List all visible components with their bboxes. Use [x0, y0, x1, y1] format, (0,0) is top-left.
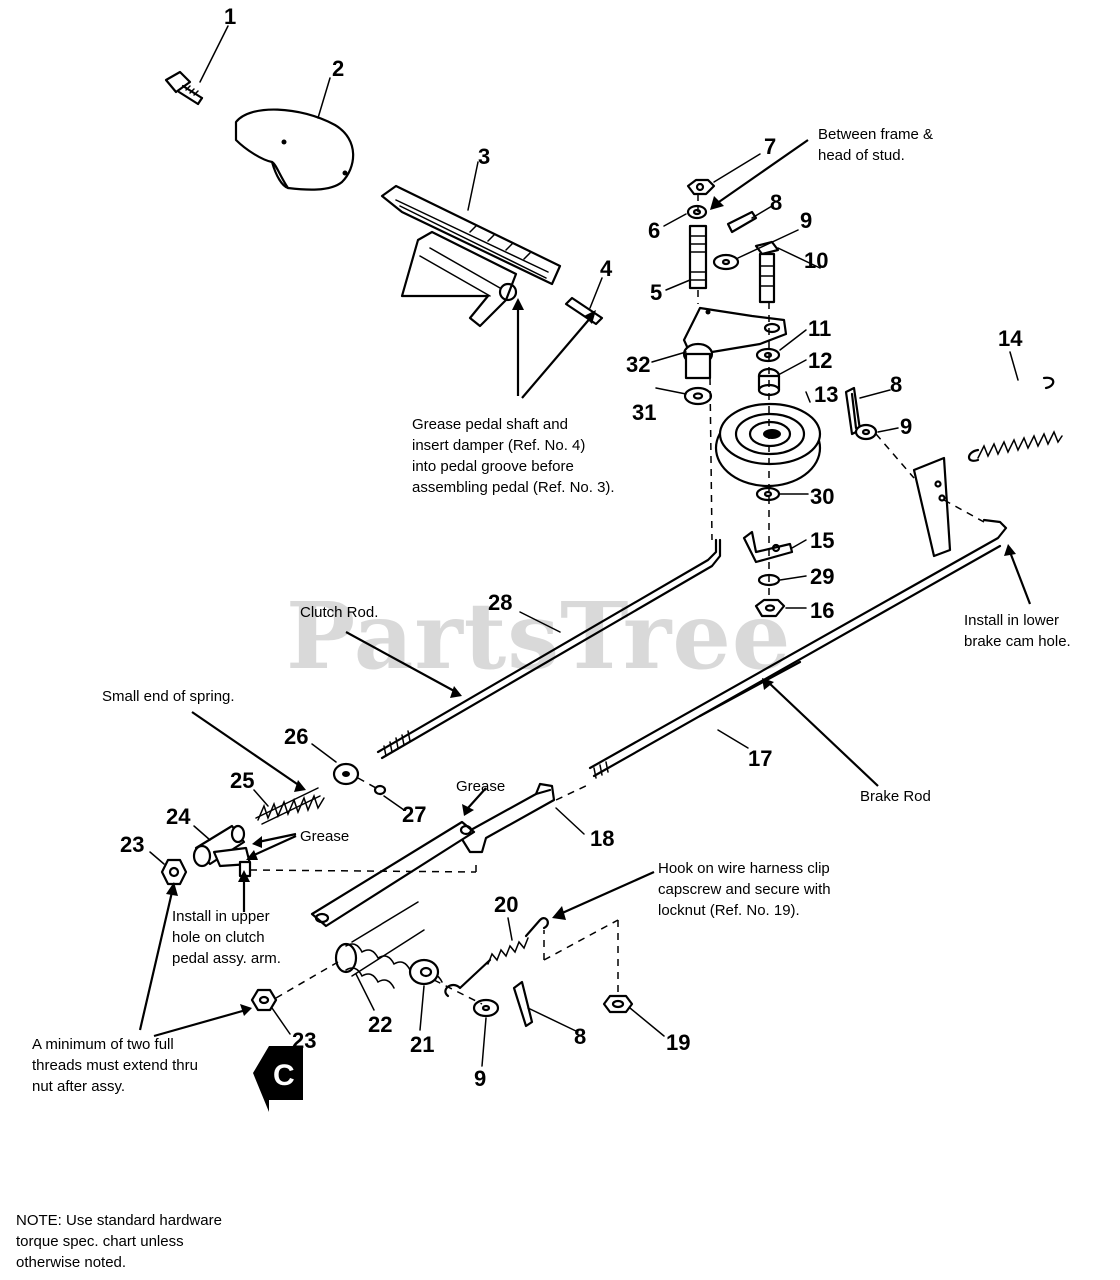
part-9-washer[interactable]	[854, 423, 878, 441]
note-grease-pedal: Grease pedal shaft and insert damper (Re…	[412, 416, 615, 496]
part-25-spring[interactable]	[255, 787, 325, 825]
section-badge-letter: C	[273, 1059, 295, 1092]
clutch-pedal-arm	[310, 820, 476, 928]
part-14-spring[interactable]	[967, 376, 1063, 462]
part-23-nut[interactable]	[250, 988, 278, 1012]
part-31-nut[interactable]	[683, 386, 713, 406]
part-number: 1	[224, 4, 236, 29]
part-number: 19	[666, 1030, 690, 1055]
part-number: 16	[810, 598, 834, 623]
part-19-locknut[interactable]	[602, 994, 634, 1014]
part-number: 23	[120, 832, 144, 857]
label-brake-rod: Brake Rod	[860, 788, 931, 805]
part-number: 30	[810, 484, 834, 509]
part-number: 24	[166, 804, 191, 829]
part-20-spring[interactable]	[444, 917, 549, 998]
part-number: 12	[808, 348, 832, 373]
part-number: 31	[632, 400, 656, 425]
watermark: PartsTree	[286, 582, 792, 690]
part-number: 28	[488, 590, 512, 615]
part-number: 15	[810, 528, 834, 553]
part-4-damper[interactable]	[564, 296, 604, 326]
part-32-bracket[interactable]	[682, 306, 788, 380]
section-badge[interactable]	[253, 1046, 303, 1112]
part-17-brake-rod[interactable]	[588, 518, 1008, 779]
label-clutch-rod: Clutch Rod.	[300, 604, 379, 621]
part-number: 13	[814, 382, 838, 407]
part-number: 20	[494, 892, 518, 917]
part-number: 17	[748, 746, 772, 771]
part-number: 22	[368, 1012, 392, 1037]
part-9-washer[interactable]	[712, 253, 740, 271]
part-5-stud[interactable]	[688, 224, 708, 290]
part-number: 29	[810, 564, 834, 589]
part-number: 2	[332, 56, 344, 81]
part-number: 8	[574, 1024, 586, 1049]
part-number: 7	[764, 134, 776, 159]
part-23-nut[interactable]	[160, 858, 188, 886]
brake-cam	[875, 433, 985, 558]
part-10-bolt[interactable]	[754, 240, 780, 304]
part-number: 27	[402, 802, 426, 827]
note-min-threads: A minimum of two full threads must exten…	[32, 1036, 198, 1095]
part-1-capscrew[interactable]	[164, 70, 204, 106]
part-30-washer[interactable]	[755, 486, 781, 502]
part-number: 4	[600, 256, 613, 281]
note-install-lower: Install in lower brake cam hole.	[964, 612, 1071, 650]
part-number: 32	[626, 352, 650, 377]
part-18-bracket[interactable]	[458, 782, 591, 854]
part-number: 21	[410, 1032, 434, 1057]
part-8-pin[interactable]	[726, 210, 758, 234]
part-number: 3	[478, 144, 490, 169]
part-number: 6	[648, 218, 660, 243]
part-13-pulley[interactable]	[714, 402, 822, 488]
part-9-washer[interactable]	[472, 998, 500, 1018]
part-number: 11	[808, 316, 831, 341]
callout-arrow	[715, 139, 809, 205]
part-number: 9	[900, 414, 912, 439]
part-number: 10	[804, 248, 828, 273]
footnote: NOTE: Use standard hardware torque spec.…	[16, 1212, 222, 1271]
part-number: 14	[998, 326, 1023, 351]
note-between-frame: Between frame & head of stud.	[818, 126, 934, 164]
part-number: 8	[770, 190, 782, 215]
part-number: 26	[284, 724, 308, 749]
part-27-setscrew[interactable]	[373, 784, 387, 796]
part-number: 5	[650, 280, 662, 305]
note-small-end: Small end of spring.	[102, 688, 235, 705]
note-grease-bracket: Grease	[456, 778, 506, 795]
part-28-clutch-rod[interactable]	[376, 538, 722, 760]
part-21-nut[interactable]	[408, 958, 440, 986]
part-7-nut[interactable]	[686, 178, 716, 196]
part-2-plate[interactable]	[234, 108, 355, 191]
part-16-nut[interactable]	[754, 598, 786, 618]
note-hook-wire: Hook on wire harness clip capscrew and s…	[658, 860, 831, 919]
part-number: 8	[890, 372, 902, 397]
part-8-cotter-pin[interactable]	[512, 980, 534, 1028]
part-15-bracket[interactable]	[742, 530, 794, 564]
part-24-swivel[interactable]	[192, 824, 252, 878]
part-number: 9	[474, 1066, 486, 1091]
note-grease-swivel: Grease	[300, 828, 350, 845]
part-number: 18	[590, 826, 614, 851]
part-6-washer[interactable]	[686, 204, 708, 220]
callout-arrow	[521, 315, 593, 399]
part-number: 25	[230, 768, 254, 793]
part-11-washer[interactable]	[755, 347, 781, 363]
note-install-upper: Install in upper hole on clutch pedal as…	[172, 908, 281, 967]
part-number: 9	[800, 208, 812, 233]
part-3-pedal[interactable]	[380, 184, 562, 328]
part-26-spacer[interactable]	[332, 762, 360, 786]
